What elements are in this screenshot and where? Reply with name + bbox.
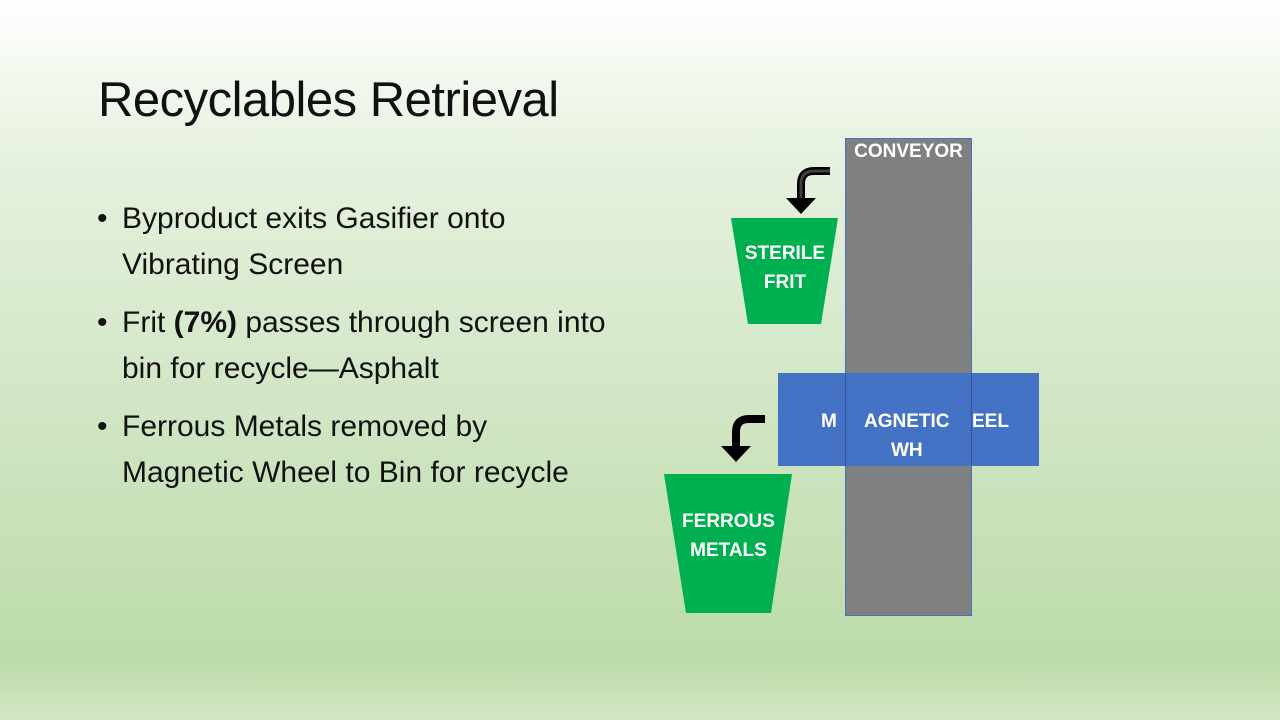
bullet-text-part: Frit [122, 306, 174, 339]
bin-label-line: FRIT [763, 272, 807, 293]
curved-arrow-icon [786, 167, 830, 214]
bullet-item: • Ferrous Metals removed by Magnetic Whe… [97, 404, 617, 496]
conveyor-label: CONVEYOR [854, 141, 963, 162]
curved-arrow-icon [721, 415, 765, 462]
magnetic-wheel-center [845, 373, 972, 466]
bullet-text-part: passes through screen into bin for recyc… [122, 306, 606, 385]
wheel-label-agnetic: AGNETIC [864, 411, 950, 432]
sterile-frit-label: STERILE FRIT [731, 239, 839, 297]
wheel-label-wh: WH [891, 440, 923, 461]
bullet-text: Byproduct exits Gasifier onto Vibrating … [122, 202, 506, 281]
bin-label-line: STERILE [744, 243, 826, 264]
bullet-dot: • [97, 410, 108, 443]
bullet-text-bold: (7%) [173, 306, 237, 339]
bin-label-line: METALS [690, 540, 767, 561]
bullet-dot: • [97, 306, 108, 339]
wheel-label-m: M [821, 411, 837, 432]
bullet-text: Ferrous Metals removed by Magnetic Wheel… [122, 410, 569, 489]
ferrous-metals-label: FERROUS METALS [664, 507, 793, 565]
sterile-frit-bin [731, 218, 838, 324]
bullet-list: • Byproduct exits Gasifier onto Vibratin… [97, 196, 617, 508]
bullet-item: • Frit (7%) passes through screen into b… [97, 300, 617, 392]
ferrous-metals-bin [664, 474, 792, 613]
bullet-item: • Byproduct exits Gasifier onto Vibratin… [97, 196, 617, 288]
bin-label-line: FERROUS [682, 511, 775, 532]
slide-title: Recyclables Retrieval [98, 73, 559, 127]
wheel-label-eel: EEL [972, 411, 1009, 432]
bullet-dot: • [97, 202, 108, 235]
